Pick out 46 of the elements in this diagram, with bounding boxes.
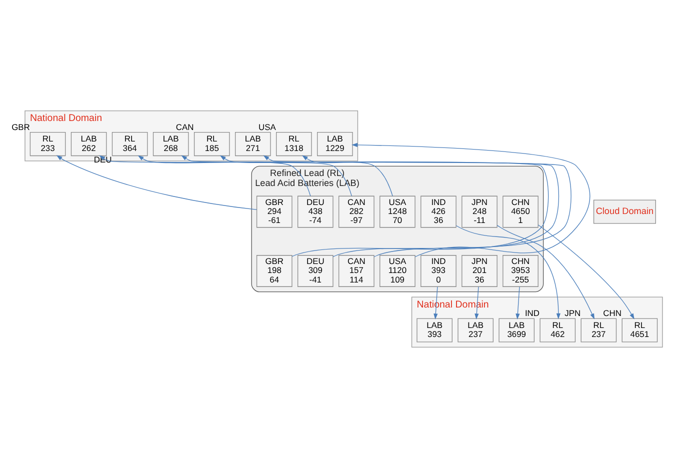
node-box: RL 4651 [622,318,658,342]
node-box: LAB 262 [70,132,107,156]
node-box: IND 393 0 [420,255,456,287]
node-box: LAB 1229 [317,132,353,156]
arrow [538,224,634,320]
arrow [138,155,311,196]
arrow [352,142,590,258]
arrow [99,155,549,257]
arrow [516,286,520,320]
node-box: RL 364 [112,132,148,156]
node-label: GBR [12,122,30,132]
node-box: IND 426 36 [420,196,456,228]
node-box: RL 233 [30,132,66,156]
node-box: DEU 438 -74 [298,196,334,228]
node-box: Cloud Domain [593,200,656,224]
node-box: LAB 268 [152,132,189,156]
node-label: CHN [603,308,622,318]
node-box: LAB 393 [416,318,452,342]
node-box: RL 185 [194,132,230,156]
node-box: GBR 198 64 [256,255,292,287]
arrow [56,155,257,210]
node-box: CHN 4650 1 [502,196,538,228]
node-box: CAN 282 -97 [338,196,374,228]
node-box: JPN 248 -11 [462,196,498,228]
node-box: USA 1120 109 [380,255,416,287]
node-box: CHN 3953 -255 [502,255,538,287]
arrow [456,225,560,320]
node-box: RL 237 [580,318,617,342]
arrow [496,224,595,320]
node-box: RL 462 [540,318,576,342]
node-box: RL 1318 [276,132,312,156]
node-label: JPN [564,308,581,318]
node-box: CAN 157 114 [338,255,374,287]
node-label: USA [258,122,276,132]
node-box: DEU 309 -41 [298,255,334,287]
node-box: LAB 271 [235,132,271,156]
node-box: LAB 3699 [498,318,535,342]
node-label: CAN [176,122,194,132]
node-label: IND [524,308,540,318]
node-box: GBR 294 -61 [256,196,292,228]
arrow [220,155,352,196]
node-box: JPN 201 36 [462,255,498,287]
arrow [263,155,572,258]
node-box: LAB 237 [458,318,494,342]
arrow [181,155,560,258]
node-box: USA 1248 70 [380,196,416,228]
